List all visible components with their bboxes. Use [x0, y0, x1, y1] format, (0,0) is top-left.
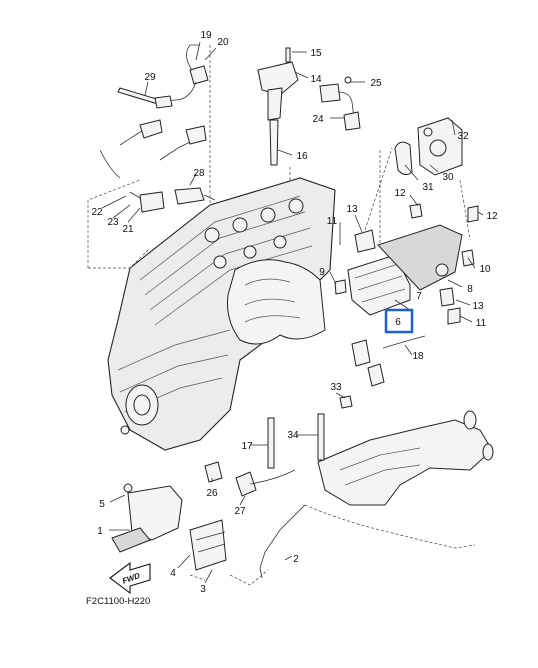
callout-2: 2 — [293, 554, 299, 565]
callout-16: 16 — [296, 151, 308, 162]
connector-set — [334, 229, 426, 387]
highlight-box-callout-6 — [384, 308, 414, 334]
exhaust-manifold — [227, 259, 326, 345]
callout-10: 10 — [479, 264, 491, 275]
callout-9: 9 — [319, 267, 325, 278]
callout-29: 29 — [144, 72, 156, 83]
bracket-assembly — [111, 483, 227, 571]
engine-block — [107, 177, 336, 451]
callout-31: 31 — [422, 182, 434, 193]
callout-18: 18 — [412, 351, 424, 362]
throttle-cable — [259, 504, 306, 579]
callout-34: 34 — [287, 430, 299, 441]
callout-17: 17 — [241, 441, 253, 452]
callout-11-right: 11 — [476, 318, 487, 329]
callout-13-top: 13 — [346, 204, 358, 215]
callout-7: 7 — [416, 291, 422, 302]
callout-33: 33 — [330, 382, 342, 393]
callout-20: 20 — [217, 37, 229, 48]
throttle-body — [394, 117, 463, 176]
diagram-code: F2C1100-H220 — [86, 596, 150, 607]
callout-32: 32 — [457, 131, 469, 142]
knock-sensor — [204, 461, 296, 497]
callout-3: 3 — [200, 584, 206, 595]
callout-21: 21 — [122, 224, 134, 235]
callout-30: 30 — [442, 172, 454, 183]
callout-15: 15 — [310, 48, 322, 59]
callout-11-left: 11 — [327, 216, 338, 227]
exhaust-pipe — [317, 410, 494, 506]
callout-28: 28 — [193, 168, 205, 179]
dashed-group-left — [87, 179, 151, 269]
callout-8: 8 — [467, 284, 473, 295]
callout-5: 5 — [99, 499, 105, 510]
callout-13-right: 13 — [472, 301, 484, 312]
callout-19: 19 — [200, 30, 212, 41]
callout-14: 14 — [310, 74, 322, 85]
callout-6: 6 — [395, 317, 401, 328]
callout-25: 25 — [370, 78, 382, 89]
callout-numbers: 1 2 3 4 5 6 7 8 9 10 11 11 12 12 13 13 1… — [91, 30, 498, 595]
callout-4: 4 — [170, 568, 176, 579]
callout-26: 26 — [206, 488, 218, 499]
callout-leaders — [101, 41, 484, 584]
callout-24: 24 — [312, 114, 324, 125]
long-bolts — [267, 395, 353, 469]
ignition-coil — [257, 47, 299, 166]
callout-12-right: 12 — [486, 211, 498, 222]
throttle-cable-route — [304, 504, 476, 549]
cam-sensor — [319, 76, 361, 131]
forward-arrow-icon: FWD — [109, 561, 151, 595]
dashed-group-top — [209, 45, 291, 205]
dashed-group-bottom — [189, 569, 269, 586]
callout-23: 23 — [107, 217, 119, 228]
sensor-harness-lower — [129, 187, 216, 213]
callout-12-left: 12 — [394, 188, 406, 199]
callout-22: 22 — [91, 207, 103, 218]
callout-1: 1 — [97, 526, 103, 537]
dashed-group-right — [364, 147, 471, 245]
callout-27: 27 — [234, 506, 246, 517]
sensor-harness-upper — [99, 44, 209, 179]
